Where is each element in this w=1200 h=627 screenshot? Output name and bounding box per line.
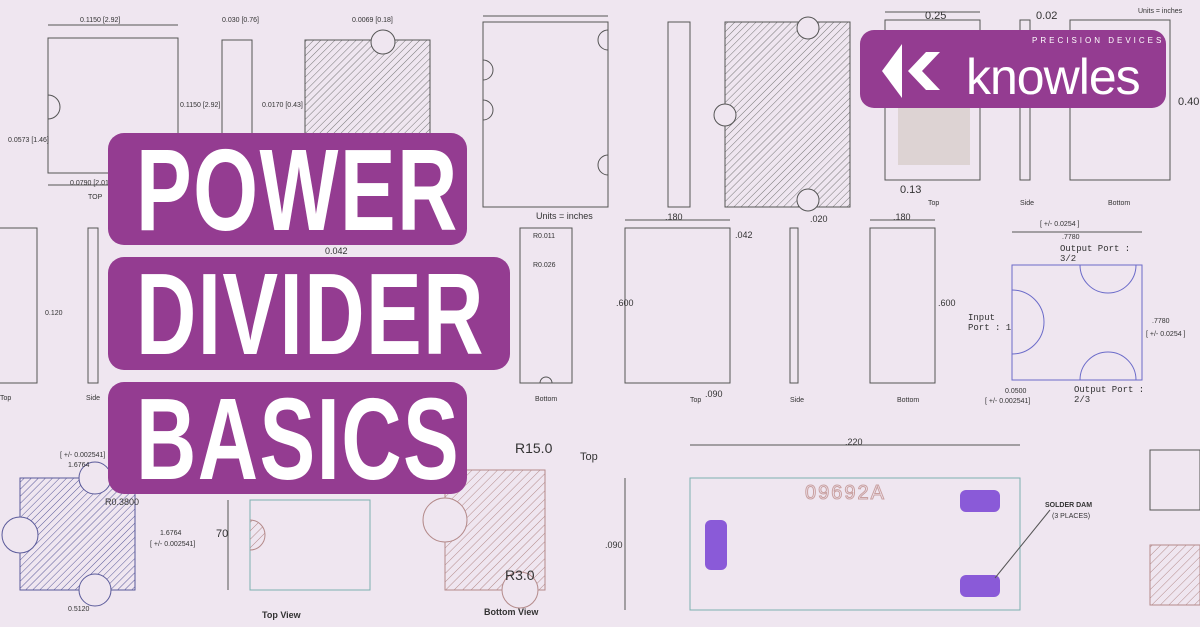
dim-label: 0.13 [900, 184, 922, 196]
view-label: Top [580, 451, 598, 463]
dim-label: .020 [810, 214, 828, 224]
dim-label: 0.0069 [0.18] [352, 17, 393, 24]
view-label: Side [86, 395, 101, 402]
dim-label: 70 [216, 528, 229, 540]
dim-label: R0.026 [533, 262, 556, 269]
dim-label: [ +/- 0.002541] [985, 398, 1031, 405]
dim-label: .090 [605, 540, 623, 550]
solder-dam-pad [960, 490, 1000, 512]
logo-wordmark: knowles [966, 49, 1141, 105]
title-text: DIVIDER [136, 257, 485, 370]
dim-label: .220 [845, 437, 863, 447]
view-label: Top View [262, 610, 301, 620]
callout-label: SOLDER DAM [1045, 502, 1093, 509]
dim-label: 0.030 [0.76] [222, 17, 259, 24]
dim-label: 0.0170 [0.43] [262, 102, 303, 109]
knowles-chevron-icon [882, 44, 940, 98]
dim-label: [ +/- 0.002541] [60, 452, 106, 459]
knowles-logo: PRECISION DEVICES knowles [860, 30, 1166, 108]
chip-marking: 09692A [805, 482, 886, 505]
logo-tagline: PRECISION DEVICES [1032, 36, 1165, 45]
callout-label: (3 PLACES) [1052, 513, 1091, 520]
title-line-basics: BASICS [108, 382, 467, 494]
dim-label: 0.1150 [2.92] [180, 102, 221, 109]
title-text: BASICS [136, 382, 461, 494]
dim-label: [ +/- 0.0254 ] [1146, 331, 1186, 338]
solder-dam-pad [705, 520, 727, 570]
dim-label: R0.011 [533, 233, 556, 240]
view-label: Bottom [1108, 200, 1131, 207]
dim-label: .180 [665, 212, 683, 222]
dim-label: 0.0500 [1005, 388, 1027, 395]
dim-label: 0.02 [1036, 10, 1058, 22]
dim-label: 0.40 [1178, 96, 1200, 108]
title-line-power: POWER [108, 133, 467, 245]
view-label: Bottom [535, 396, 558, 403]
radius-label: R15.0 [515, 440, 553, 456]
dim-label: 0.042 [325, 246, 348, 256]
dim-label: 0.0790 [2.01] [70, 180, 111, 187]
dim-label: [ +/- 0.002541] [150, 541, 196, 548]
view-label: Top [690, 397, 702, 404]
title-text: POWER [136, 133, 459, 245]
dim-label: 0.5120 [68, 606, 90, 613]
radius-label: R3.0 [505, 567, 535, 583]
dim-label: .7780 [1152, 318, 1170, 325]
dim-label: 0.1150 [2.92] [80, 17, 121, 24]
dim-label: .600 [938, 298, 956, 308]
dim-label: .7780 [1062, 234, 1080, 241]
view-label: Bottom View [484, 607, 539, 617]
dim-label: R0.3800 [105, 497, 140, 507]
dim-label: 0.0573 [1.46] [8, 137, 49, 144]
port-label: Input Port : 1 [968, 313, 1012, 333]
view-label: Top [928, 200, 940, 207]
view-label: TOP [88, 194, 103, 201]
dim-label: .600 [616, 298, 634, 308]
units-label: Units = inches [536, 211, 593, 221]
dim-label: .180 [893, 212, 911, 222]
dim-label: 1.6764 [160, 530, 182, 537]
dim-label: [ +/- 0.0254 ] [1040, 221, 1080, 228]
port-label: Output Port : 2/3 [1074, 385, 1145, 405]
view-label: Side [790, 397, 805, 404]
dim-label: .090 [705, 389, 723, 399]
dim-label: 0.120 [45, 310, 63, 317]
port-label: Output Port : 3/2 [1060, 244, 1131, 264]
view-label: Top [0, 395, 12, 402]
view-label: Bottom [897, 397, 920, 404]
title-line-divider: DIVIDER [108, 257, 510, 370]
solder-dam-pad [960, 575, 1000, 597]
view-label: Side [1020, 200, 1035, 207]
dim-label: 1.6764 [68, 462, 90, 469]
units-label: Units = inches [1138, 8, 1183, 15]
dim-label: .042 [735, 230, 753, 240]
dim-label: 0.25 [925, 10, 947, 22]
